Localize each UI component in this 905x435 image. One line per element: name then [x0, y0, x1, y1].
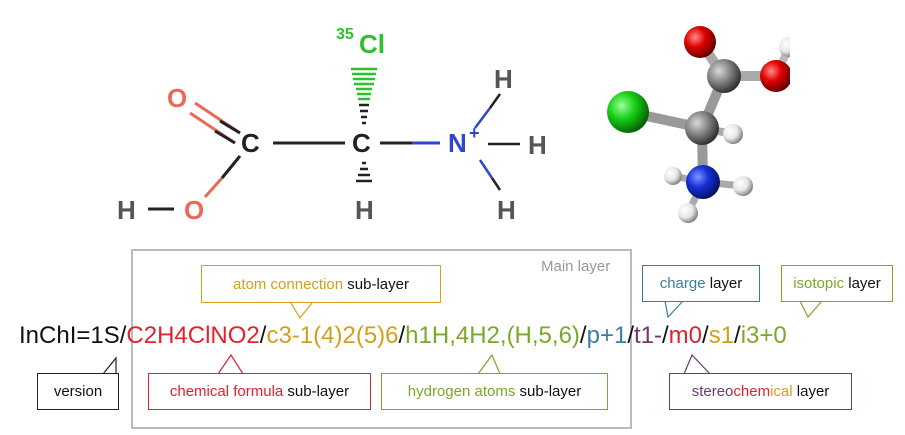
inchi-isotopic: i3+0	[740, 322, 787, 349]
inchi-sep-3: /	[398, 322, 406, 349]
pointer-version	[102, 356, 117, 375]
wedge-bond-c2-cl	[351, 67, 377, 101]
pointer-charge	[664, 300, 684, 319]
callout-formula: chemical formula sub-layer	[148, 373, 371, 410]
atom-c1: C	[241, 128, 260, 158]
inchi-sep-4: /	[579, 322, 587, 349]
inchi-sep-6: /	[662, 322, 669, 349]
bond-c1-oh	[220, 155, 242, 179]
atom-c2: C	[352, 128, 371, 158]
callout-hydrogen-colored: hydrogen atoms	[407, 383, 516, 400]
bond-c1-o-double-c	[219, 119, 241, 135]
callout-hydrogen-rest: sub-layer	[515, 383, 582, 400]
inchi-charge: p+1	[586, 322, 628, 349]
callout-version-text: version	[53, 383, 103, 400]
pointer-atom-connection	[290, 302, 313, 320]
callout-stereo-rest: layer	[792, 383, 830, 400]
inchi-sep-5: /	[627, 322, 634, 349]
inchi-sep-1: /	[119, 322, 127, 349]
pointer-formula	[217, 353, 244, 375]
atom-h-n-top: H	[494, 64, 513, 94]
bond-n-h-bottom	[478, 159, 494, 179]
callout-charge-colored: charge	[659, 275, 706, 292]
atom-o-carbonyl: O	[167, 83, 187, 113]
bond-c1-o-double-d	[214, 129, 236, 145]
inchi-string: InChI=1S/C2H4ClNO2/c3-1(4)2(5)6/h1H,4H2,…	[19, 322, 787, 350]
callout-formula-rest: sub-layer	[283, 383, 350, 400]
callout-isotopic-rest: layer	[844, 275, 881, 292]
atom-n-charge: +	[469, 123, 480, 143]
bond-c1-oh-red	[203, 176, 224, 199]
atom-h-n-bottom: H	[497, 195, 516, 225]
inchi-sep-2: /	[259, 322, 267, 349]
atom-h-c2: H	[355, 195, 374, 225]
callout-isotopic: isotopic layer	[781, 265, 893, 302]
atom-cl: Cl	[359, 29, 385, 59]
inchi-hydrogen: h1H,4H2,(H,5,6)	[405, 322, 580, 349]
callout-charge: charge layer	[642, 265, 760, 302]
atom-n: N	[448, 128, 467, 158]
callout-formula-colored: chemical formula	[169, 383, 284, 400]
inchi-stereo-t: t1-	[633, 322, 662, 349]
inchi-formula: C2H4ClNO2	[126, 322, 260, 349]
model-atoms	[607, 26, 790, 223]
inchi-sep-7: /	[702, 322, 709, 349]
atom-o-hydroxyl: O	[184, 195, 204, 225]
pointer-stereo	[683, 353, 711, 375]
callout-charge-rest: layer	[705, 275, 743, 292]
wedge-bond-c2-cl-black	[359, 103, 369, 125]
wedge-bond-c2-h	[356, 161, 372, 183]
callout-atom-connection-colored: atom connection	[233, 275, 344, 293]
bond-n-h-top-b	[488, 93, 502, 109]
bond-n-h-bottom-b	[490, 177, 502, 191]
pointer-hydrogen	[477, 353, 501, 375]
callout-version: version	[37, 373, 119, 410]
callout-atom-connection: atom connection sub-layer	[201, 265, 441, 303]
callout-hydrogen: hydrogen atoms sub-layer	[381, 373, 608, 410]
inchi-sep-8: /	[734, 322, 741, 349]
callout-stereo-part2: chem	[733, 383, 771, 400]
bond-n-h-top	[474, 107, 491, 129]
callout-atom-connection-rest: sub-layer	[343, 275, 409, 293]
inchi-stereo-m: m0	[668, 322, 703, 349]
atom-h-n-right: H	[528, 130, 547, 160]
ball-and-stick-model-3d	[607, 26, 790, 223]
main-layer-label: Main layer	[541, 258, 611, 275]
callout-isotopic-colored: isotopic	[793, 275, 845, 292]
pointer-isotopic	[799, 300, 823, 319]
atom-h-o: H	[117, 195, 136, 225]
inchi-stereo-s: s1	[708, 322, 735, 349]
structural-formula-2d: 35 Cl O C C N + H H H H H O	[117, 26, 547, 225]
inchi-prefix: InChI=1S	[19, 322, 120, 349]
atom-cl-mass: 35	[336, 26, 354, 43]
inchi-connection: c3-1(4)2(5)6	[266, 322, 399, 349]
callout-stereo-part1: stereo	[691, 383, 734, 400]
callout-stereo-part3: ical	[770, 383, 793, 400]
